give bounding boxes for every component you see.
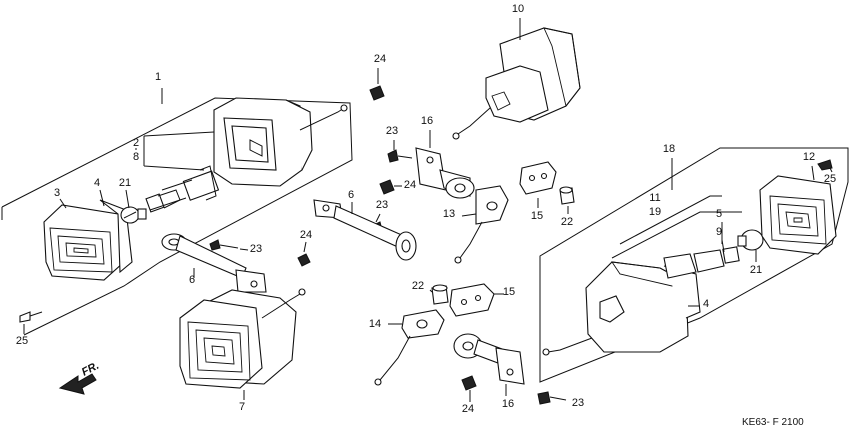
grommet-14 [374,309,445,386]
callout-c25b: 25 [824,173,836,185]
callout-c8: 8 [133,151,139,163]
turn-signal-10 [452,18,581,140]
callout-c6b: 6 [348,189,354,201]
assembly-box-right [539,147,849,383]
callout-c23d: 23 [572,397,584,409]
leader-21a [125,189,130,209]
front-direction-label: FR. [80,360,101,379]
bolt-23-left [209,239,249,251]
callout-c10: 10 [512,3,524,15]
callout-c23b: 23 [386,125,398,137]
callout-c25a: 25 [16,335,28,347]
socket-left [145,165,220,213]
diagram-code: KE63- F 2100 [742,417,804,428]
bracket-16-top [415,130,475,199]
bolt-24-left [297,241,311,267]
callout-c5: 5 [716,208,722,220]
callout-c3: 3 [54,187,60,199]
callout-c16b: 16 [502,398,514,410]
turn-signal-7 [179,288,306,400]
collar-22-lower [429,284,449,305]
socket-right [663,222,740,279]
callout-c24a: 24 [300,229,312,241]
callout-c4a: 4 [94,177,100,189]
bracket-16-lower [453,333,525,396]
callout-c4b: 4 [703,298,709,310]
callout-c24c: 24 [404,179,416,191]
callout-c12: 12 [803,151,815,163]
callout-c22a: 22 [561,216,573,228]
callout-c24d: 24 [462,403,474,415]
leader-4a [99,189,105,207]
callout-c9: 9 [716,226,722,238]
callout-c11: 11 [649,192,660,204]
grommet-13 [454,185,509,264]
turn-signal-lens-left [43,204,125,281]
bolt-24-lower [461,375,477,402]
bolt-23-lower [537,391,567,405]
screw-25-right [817,159,833,173]
housing-left [213,97,348,187]
callout-c23c: 23 [376,199,388,211]
callout-c1: 1 [155,71,161,83]
stay-6-center [313,199,417,261]
leader-3 [59,198,67,209]
screw-25-left [19,311,43,334]
housing-right [542,261,701,356]
callout-c2: 2 [133,137,139,149]
collar-22-top [559,186,575,214]
stay-6-left [161,233,267,293]
callout-c23a: 23 [250,243,262,255]
callout-c6a: 6 [189,274,195,286]
callout-c18: 18 [663,143,675,155]
bulb-left [120,206,147,224]
callout-c15a: 15 [531,210,543,222]
callout-c22b: 22 [412,280,424,292]
bolt-24-center [379,179,402,195]
callout-c7: 7 [239,401,245,413]
callout-c21b: 21 [750,264,762,276]
callout-c15b: 15 [503,286,515,298]
bolt-24-top [369,68,385,101]
assembly-box-left [1,88,353,336]
callout-c14: 14 [369,318,381,330]
callout-c19: 19 [649,206,661,218]
leader-2-8 [135,131,215,171]
bulb-right [737,229,764,262]
grommet-15-lower [449,283,504,317]
callout-c13: 13 [443,208,455,220]
bolt-23-center-top [387,140,413,163]
callout-c24b: 24 [374,53,386,65]
callout-c16a: 16 [421,115,433,127]
callout-c21a: 21 [119,177,131,189]
grommet-15-top [519,161,557,208]
front-direction-arrow: FR. [58,360,101,395]
turn-signal-lens-right [759,165,837,255]
